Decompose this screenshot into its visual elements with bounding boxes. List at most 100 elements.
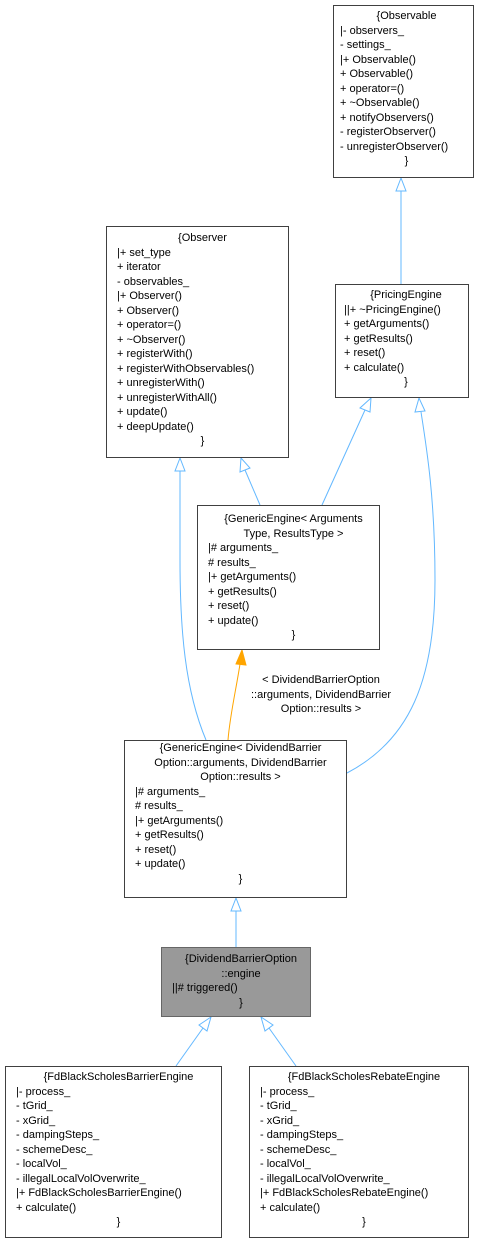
class-member: + getResults() [208, 585, 277, 598]
class-member: + reset() [135, 843, 177, 856]
class-member: + Observable() [340, 68, 414, 80]
class-member: |+ set_type [117, 246, 171, 259]
class-member: - schemeDesc_ [16, 1143, 93, 1156]
class-member: - unregisterObserver() [340, 140, 449, 153]
class-close-brace: } [200, 435, 205, 447]
edge-fd-rebate-to-dividend-engine [268, 1027, 297, 1067]
edge-template-binding [227, 663, 241, 741]
inheritance-arrowhead [198, 1015, 212, 1032]
class-member: - xGrid_ [16, 1114, 56, 1127]
class-title: {Observable [340, 9, 473, 24]
class-node-observable[interactable]: {Observable |- observers_ - settings_ |+ O… [333, 5, 474, 178]
class-member: |- process_ [260, 1085, 315, 1098]
class-close-brace: } [404, 155, 409, 167]
class-member: ||# triggered() [172, 982, 238, 994]
edge-fd-barrier-to-dividend-engine [175, 1027, 204, 1067]
class-title-line: {FdBlackScholesBarrierEngine [43, 1071, 194, 1083]
edge-generic-engine-dividend-to-pricing-engine [346, 411, 436, 774]
class-member: |+ FdBlackScholesBarrierEngine() [16, 1187, 182, 1199]
class-member: |- observers_ [340, 24, 404, 37]
class-member: - illegalLocalVolOverwrite_ [16, 1172, 146, 1185]
class-title: {DividendBarrierOption::engine [172, 952, 310, 981]
class-member: + deepUpdate() [117, 420, 194, 433]
template-binding-label-line: ::arguments, DividendBarrier [250, 688, 391, 701]
class-title-line: Option::arguments, DividendBarrier [154, 756, 327, 769]
class-member: + operator=() [340, 82, 405, 95]
class-title-line: {GenericEngine< DividendBarrier [159, 742, 322, 754]
class-member: + update() [135, 858, 186, 870]
inheritance-arrowhead [260, 1015, 274, 1032]
class-member: + calculate() [260, 1201, 321, 1214]
inheritance-arrowhead [174, 456, 186, 472]
class-title-line: {GenericEngine< Arguments [224, 513, 363, 525]
template-binding-label: < DividendBarrierOption::arguments, Divi… [236, 673, 406, 717]
class-title: {FdBlackScholesBarrierEngine [16, 1070, 221, 1085]
class-close-brace: } [291, 629, 296, 641]
class-member: - observables_ [117, 275, 190, 288]
class-node-pricing-engine[interactable]: {PricingEngine ||+ ~PricingEngine()+ get… [335, 284, 469, 398]
class-node-observer[interactable]: {Observer |+ set_type + iterator - observa… [106, 226, 289, 458]
class-member: |+ Observer() [117, 290, 182, 302]
inheritance-arrowhead [359, 396, 372, 413]
class-member: + operator=() [117, 319, 182, 331]
class-close-brace: } [404, 376, 408, 388]
class-member: |+ getArguments() [135, 814, 224, 827]
template-binding-label-line: < DividendBarrierOption [262, 674, 380, 686]
class-member: + unregisterWithAll() [117, 391, 217, 404]
class-member: + ~Observable() [340, 97, 420, 109]
member-list: ||+ ~PricingEngine()+ getArguments()+ ge… [344, 303, 468, 376]
edge-generic-engine-template-to-observer [244, 469, 261, 506]
class-member: + reset() [208, 600, 250, 612]
class-member: - dampingSteps_ [260, 1129, 344, 1141]
class-node-dividend-engine[interactable]: {DividendBarrierOption::engine ||# trigg… [161, 947, 311, 1017]
class-member: + calculate() [16, 1201, 77, 1214]
edge-generic-engine-template-to-pricing-engine [321, 409, 366, 506]
class-title-line: ::engine [221, 967, 261, 980]
class-close-brace: } [239, 996, 243, 1009]
class-close-brace: } [238, 872, 243, 885]
inheritance-arrowhead [414, 396, 426, 413]
class-member: - schemeDesc_ [260, 1143, 337, 1156]
class-title-line: Option::results > [200, 771, 281, 783]
class-member: + unregisterWith() [117, 377, 205, 389]
member-list: |- process_- tGrid_- xGrid_- dampingStep… [260, 1085, 468, 1216]
member-list: |# arguments_ # results_ |+ getArguments()… [135, 785, 346, 872]
class-member: - illegalLocalVolOverwrite_ [260, 1172, 390, 1185]
class-member: |+ getArguments() [208, 571, 297, 583]
class-member: + getResults() [135, 829, 204, 841]
class-close-brace: } [362, 1216, 366, 1228]
class-title-line: {Observable [376, 10, 437, 22]
class-close-brace: } [116, 1216, 121, 1228]
class-member: |# arguments_ [135, 785, 206, 798]
class-title-line: {Observer [178, 232, 227, 244]
class-member: |+ Observable() [340, 53, 416, 66]
class-node-fd-rebate-engine[interactable]: {FdBlackScholesRebateEngine |- process_-… [249, 1066, 469, 1238]
class-title-line: {FdBlackScholesRebateEngine [287, 1071, 441, 1083]
class-member: - settings_ [340, 39, 391, 51]
class-member: # results_ [135, 800, 183, 812]
class-member: |+ FdBlackScholesRebateEngine() [260, 1187, 429, 1199]
class-member: + update() [117, 406, 168, 418]
class-member: + iterator [117, 261, 161, 273]
class-title-line: {DividendBarrierOption [185, 953, 297, 965]
edges-layer [174, 176, 436, 1067]
class-member: - dampingSteps_ [16, 1129, 100, 1141]
class-title: {FdBlackScholesRebateEngine [260, 1070, 468, 1085]
class-member: ||+ ~PricingEngine() [344, 303, 441, 316]
template-arrowhead [235, 648, 247, 666]
member-list: |# arguments_# results_|+ getArguments()… [208, 541, 379, 628]
class-member: # results_ [208, 556, 256, 569]
class-node-fd-barrier-engine[interactable]: {FdBlackScholesBarrierEngine |- process_… [5, 1066, 222, 1238]
class-title: {PricingEngine [344, 288, 468, 303]
inheritance-arrowhead [395, 176, 407, 192]
member-list: |- observers_ - settings_ |+ Observable() +… [340, 24, 473, 155]
inheritance-arrowhead [230, 896, 242, 912]
class-member: - localVol_ [16, 1158, 67, 1170]
class-member: + notifyObservers() [340, 111, 434, 124]
class-member: + Observer() [117, 304, 180, 317]
